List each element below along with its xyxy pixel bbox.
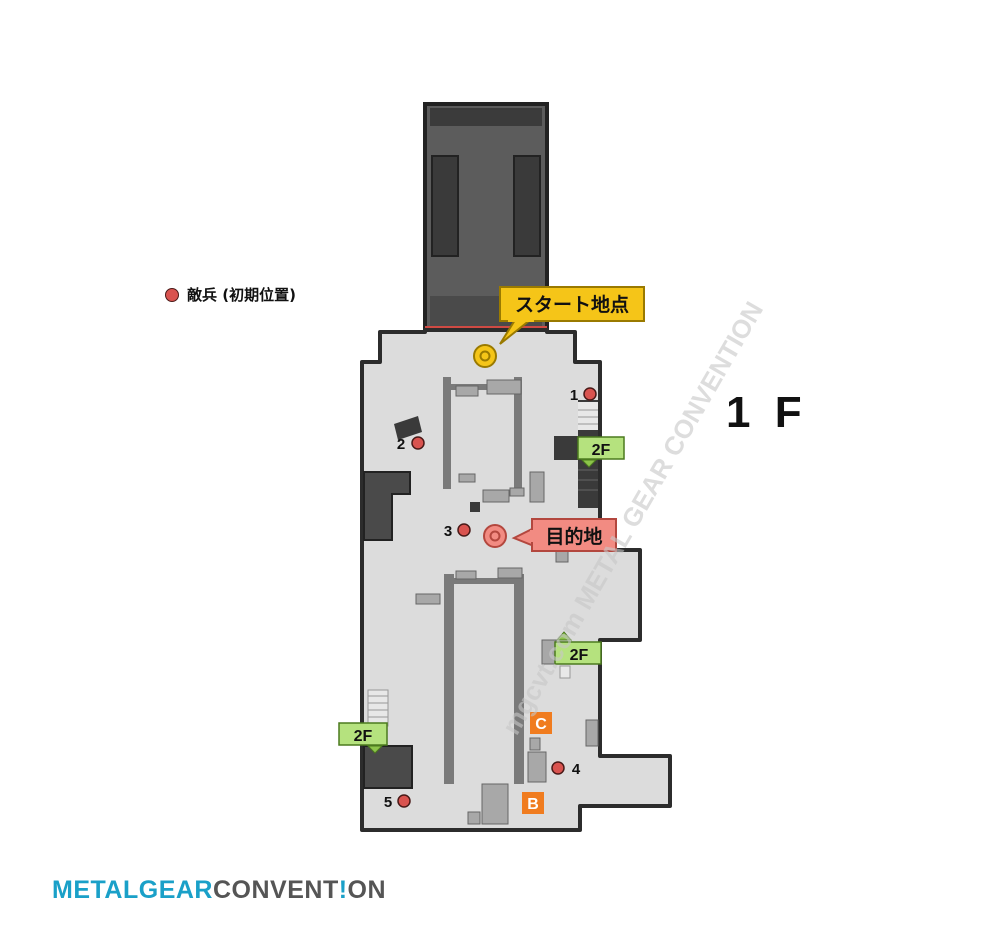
start-callout-label: スタート地点 (515, 293, 629, 316)
enemy-3: 3 (444, 523, 471, 540)
logo-part-on: ON (347, 876, 387, 904)
enemy-5-number: 5 (384, 794, 392, 811)
marker-b-label: B (527, 796, 539, 813)
marker-c: C (530, 712, 552, 734)
stair-tag-label: 2F (570, 647, 589, 664)
start-marker (473, 344, 497, 368)
enemy-5: 5 (384, 794, 411, 811)
west-obstacles (363, 416, 422, 789)
enemy-1-number: 1 (570, 387, 578, 404)
enemy-3-number: 3 (444, 523, 452, 540)
start-callout: スタート地点 (499, 286, 645, 345)
logo-part-convent: CONVENT (212, 876, 339, 904)
goal-marker (483, 524, 507, 548)
enemy-1: 1 (570, 387, 597, 404)
enemy-2: 2 (397, 436, 425, 453)
stair-tag-west: 2F (338, 722, 388, 754)
stair-tag-east-upper: 2F (577, 436, 625, 468)
enemy-marker-icon (165, 287, 179, 302)
stair-tag-east-lower: 2F (554, 631, 602, 679)
stair-tag-label: 2F (354, 728, 373, 745)
logo-part-metal: METAL (52, 876, 139, 904)
stair-tag-label: 2F (592, 442, 611, 459)
goal-callout: 目的地 (511, 518, 617, 552)
enemy-4-number: 4 (572, 761, 581, 778)
enemy-2-number: 2 (397, 436, 405, 453)
legend-label: 敵兵 (初期位置) (187, 286, 296, 304)
lower-pillar-room (415, 549, 599, 825)
logo-part-gear: GEAR (138, 876, 213, 904)
logo-part-bang: ! (338, 876, 348, 904)
marker-b: B (522, 792, 544, 814)
marker-c-label: C (535, 716, 547, 733)
floor-label: 1 F (726, 388, 808, 437)
enemy-4: 4 (551, 761, 581, 778)
upper-pillar-room (443, 377, 545, 512)
goal-callout-label: 目的地 (545, 525, 602, 548)
brand-logo: METALGEARCONVENT!ON (52, 876, 386, 905)
legend: 敵兵 (初期位置) (165, 284, 296, 305)
